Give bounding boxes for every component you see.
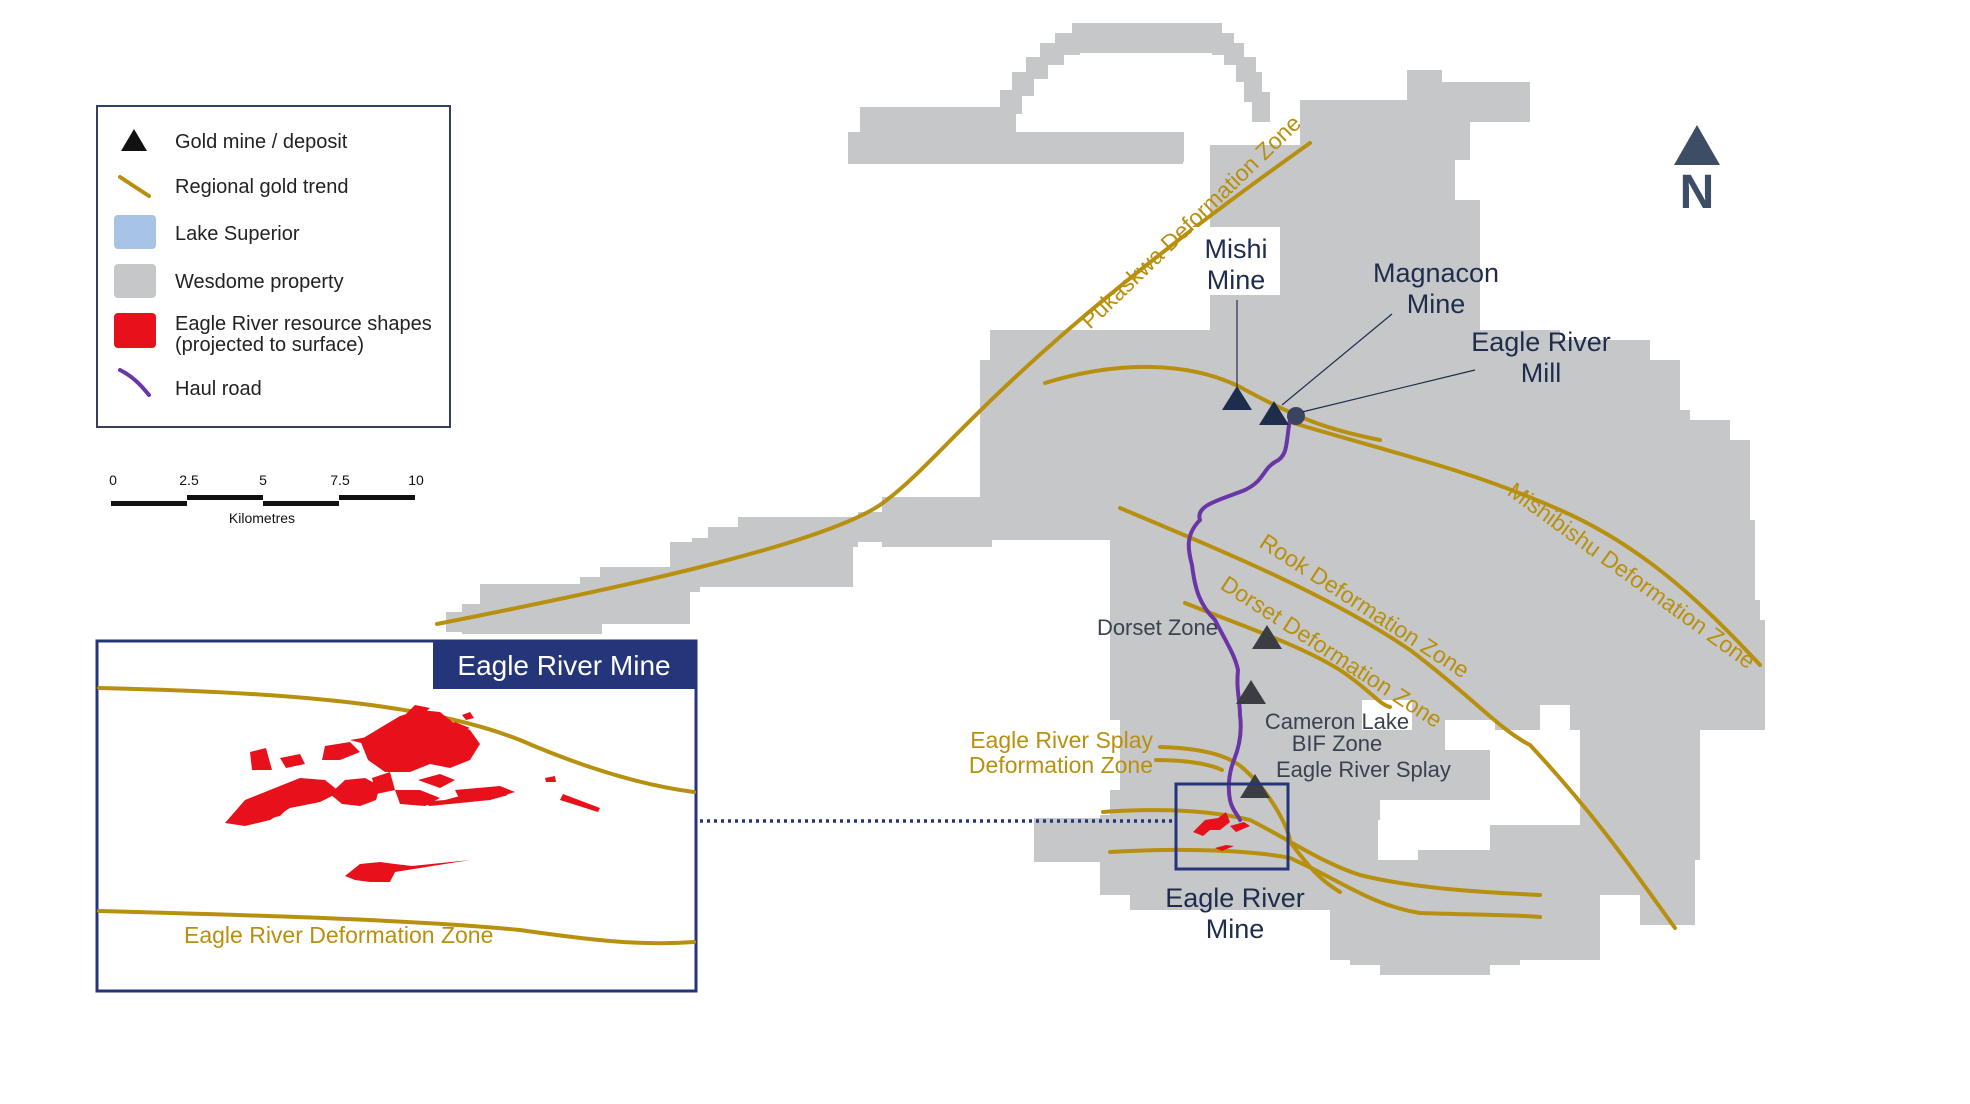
eagle-river-mill-label-line2: Mill xyxy=(1521,358,1562,388)
mishi-mine-label-line2: Mine xyxy=(1207,265,1266,295)
magnacon-mine-triangle-icon xyxy=(1259,401,1289,425)
legend-box xyxy=(96,105,451,428)
eagle-river-mine-label-line1: Eagle River xyxy=(1165,883,1305,913)
inset-upper-trend-line xyxy=(97,686,696,794)
dorset-deformation-zone-line xyxy=(1183,601,1392,709)
cameron-lake-triangle-icon xyxy=(1236,680,1266,704)
eagle-river-splay-triangle-icon xyxy=(1240,774,1270,798)
legend-gold-trend-line-icon xyxy=(118,175,151,198)
legend-haul-road-line-icon xyxy=(118,368,151,397)
inset-map: Eagle River Mine xyxy=(95,639,698,993)
magnacon-mine-label: Magnacon Mine xyxy=(1373,258,1499,319)
inset-frame xyxy=(95,639,698,993)
inset-eagle-river-deformation-zone-line xyxy=(97,909,696,946)
north-arrow-icon xyxy=(1674,125,1720,165)
legend: Gold mine / deposit Regional gold trend … xyxy=(96,105,451,428)
magnacon-mine-label-line2: Mine xyxy=(1407,289,1466,319)
resource-shapes-main xyxy=(1193,812,1250,851)
eagle-river-splay-label: Eagle River Splay xyxy=(1276,757,1451,782)
cameron-lake-label-line1: Cameron Lake xyxy=(1265,709,1409,734)
eagle-river-mill-circle-icon xyxy=(1287,407,1305,425)
legend-label-haul-road: Haul road xyxy=(175,378,262,400)
wesdome-property xyxy=(446,23,1765,975)
mishi-trend-line xyxy=(1043,364,1382,442)
eagle-river-mill-label-line1: Eagle River xyxy=(1471,327,1611,357)
eagle-river-splay-def-line xyxy=(1154,758,1224,772)
eagle-river-mill-label: Eagle River Mill xyxy=(1471,327,1611,388)
scale-tick-2-5: 2.5 xyxy=(179,472,199,488)
eagle-river-upper-line xyxy=(1101,808,1542,897)
legend-label-resource-line2: (projected to surface) xyxy=(175,334,364,356)
legend-resource-swatch-icon xyxy=(114,313,156,348)
eagle-river-lower-line xyxy=(1108,847,1542,919)
inset-eagle-river-deformation-zone-label: Eagle River Deformation Zone xyxy=(184,922,493,948)
leader-lines xyxy=(1236,300,1476,413)
inset-title: Eagle River Mine xyxy=(457,650,670,681)
scale-tick-10: 10 xyxy=(408,472,424,488)
north-arrow: N xyxy=(1674,125,1720,219)
rook-deformation-zone-line xyxy=(1118,506,1677,930)
legend-triangle-icon xyxy=(121,129,147,151)
dorset-zone-triangle-icon xyxy=(1252,625,1282,649)
scale-unit-label: Kilometres xyxy=(229,510,295,526)
legend-label-gold-trend: Regional gold trend xyxy=(175,176,348,198)
dorset-zone-label: Dorset Zone xyxy=(1097,615,1218,640)
mine-markers xyxy=(1222,386,1305,798)
mishibishu-deformation-zone-line xyxy=(1288,420,1762,667)
magnacon-mine-label-line1: Magnacon xyxy=(1373,258,1499,288)
splay-def-zone-label-line2: Deformation Zone xyxy=(969,752,1153,778)
scale-tick-5: 5 xyxy=(259,472,267,488)
mishi-mine-label: Mishi Mine xyxy=(1192,227,1280,295)
property-cutouts xyxy=(1362,700,1580,860)
gold-trend-lines xyxy=(435,141,1762,930)
eagle-river-locator-box xyxy=(1174,782,1290,871)
inset-resource-shapes xyxy=(225,705,600,882)
haul-road-line xyxy=(1186,413,1293,822)
scale-tick-0: 0 xyxy=(109,472,117,488)
mishi-mine-label-line1: Mishi xyxy=(1204,234,1267,264)
scale-tick-7-5: 7.5 xyxy=(330,472,350,488)
legend-lake-swatch-icon xyxy=(114,215,156,249)
pukaskwa-deformation-zone-line xyxy=(435,141,1312,626)
legend-property-swatch-icon xyxy=(114,264,156,298)
eagle-river-mine-label: Eagle River Mine xyxy=(1165,883,1305,944)
cameron-lake-label-line2: BIF Zone xyxy=(1292,731,1382,756)
north-arrow-label: N xyxy=(1680,166,1715,219)
legend-label-lake: Lake Superior xyxy=(175,223,300,245)
inset-title-bar xyxy=(433,641,696,689)
legend-label-gold-mine: Gold mine / deposit xyxy=(175,131,348,153)
legend-label-property: Wesdome property xyxy=(175,271,344,293)
splay-def-zone-label-line1: Eagle River Splay xyxy=(970,727,1153,753)
eagle-river-mine-label-line2: Mine xyxy=(1206,914,1265,944)
scale-bar: 0 2.5 5 7.5 10 Kilometres xyxy=(109,472,424,526)
mishi-mine-triangle-icon xyxy=(1222,386,1252,410)
legend-label-resource: Eagle River resource shapes xyxy=(175,313,432,335)
